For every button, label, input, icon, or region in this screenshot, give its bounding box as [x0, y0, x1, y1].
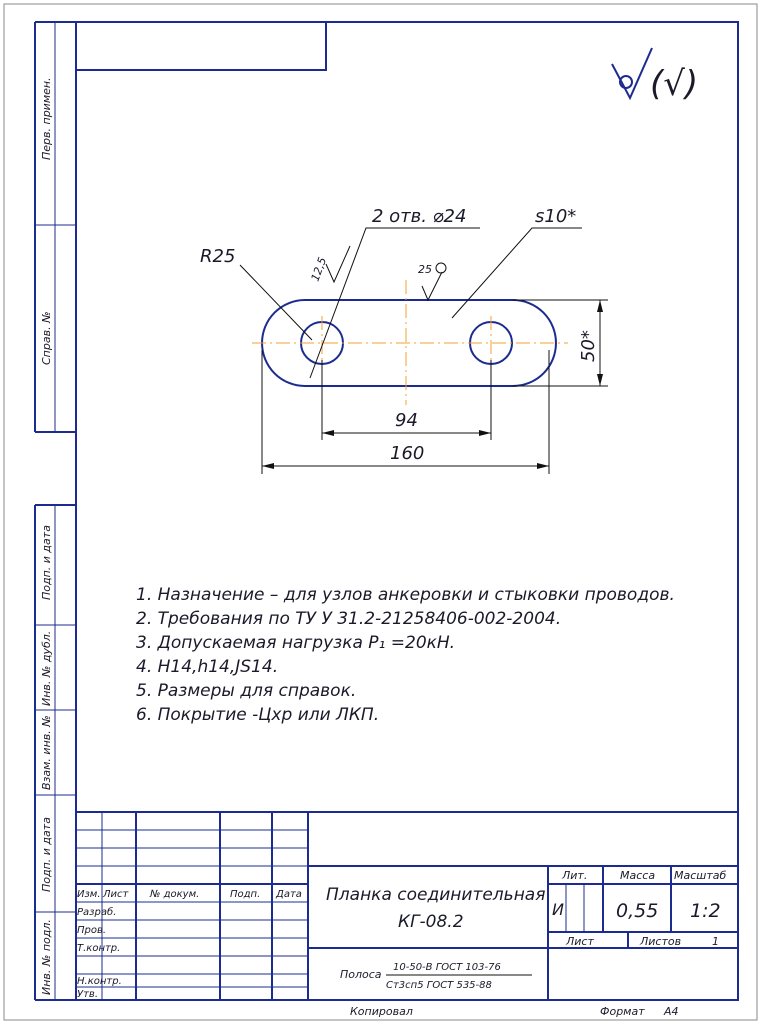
- roughness-face-text: 25: [418, 263, 432, 276]
- tb-name-line2: КГ-08.2: [398, 912, 464, 932]
- roughness-hole-text: 12,5: [309, 256, 330, 283]
- tb-row-nkontr: Н.контр.: [77, 976, 122, 987]
- note-4: 4. Н14,h14,JS14.: [136, 657, 278, 677]
- roughness-check-icon: [611, 47, 653, 101]
- left-side-strip: [34, 21, 76, 1001]
- holes-label: 2 отв. ⌀24: [372, 206, 466, 227]
- tb-row-tkontr: Т.контр.: [77, 943, 120, 954]
- note-1: 1. Назначение – для узлов анкеровки и ст…: [136, 585, 675, 605]
- side-label-inv-podl: Инв. № подл.: [40, 919, 53, 995]
- dim-hole-spacing-text: 94: [395, 410, 418, 431]
- tb-col-doc: № докум.: [149, 889, 199, 900]
- roughness-main-symbol: (√): [611, 47, 698, 104]
- sheet-edge: [3, 3, 758, 1021]
- tb-material-line2: Ст3сп5 ГОСТ 535-88: [386, 980, 492, 991]
- footer-format-value: А4: [663, 1005, 679, 1018]
- dimensions: 94 160 50* R25 2 отв. ⌀24 s10* 12,5 25: [200, 206, 608, 474]
- side-label-podp-data-2: Подп. и дата: [40, 817, 53, 892]
- tb-sheets-value: 1: [712, 935, 719, 948]
- leader-radius: [239, 264, 313, 341]
- title-block: Изм. Лист № докум. Подп. Дата Разраб. Пр…: [76, 811, 738, 1000]
- note-5: 5. Размеры для справок.: [136, 681, 356, 701]
- tb-col-list: Лист: [102, 889, 130, 900]
- leader-thickness: [451, 227, 582, 319]
- tb-scale-value: 1:2: [690, 900, 721, 922]
- technical-notes: 1. Назначение – для узлов анкеровки и ст…: [136, 585, 675, 725]
- tb-lit-value: И: [552, 900, 564, 919]
- tb-name-line1: Планка соединительная: [326, 885, 545, 905]
- side-label-vzam-inv: Взам. инв. №: [40, 715, 53, 790]
- main-frame: [75, 21, 739, 1001]
- note-2: 2. Требования по ТУ У 31.2-21258406-002-…: [136, 609, 561, 629]
- tb-mass-value: 0,55: [616, 900, 658, 922]
- tb-row-prov: Пров.: [77, 925, 106, 936]
- tb-row-razrab: Разраб.: [77, 906, 116, 918]
- tb-col-date: Дата: [275, 889, 302, 900]
- tb-lit-header: Лит.: [561, 869, 587, 882]
- thickness-label: s10*: [535, 206, 576, 227]
- leader-holes: [309, 227, 480, 379]
- side-labels: Перв. примен. Справ. № Подп. и дата Инв.…: [40, 77, 53, 995]
- top-left-box: [76, 22, 327, 71]
- tb-row-utv: Утв.: [77, 989, 98, 1000]
- footer-format-label: Формат: [600, 1005, 645, 1018]
- tb-scale-header: Масштаб: [674, 869, 726, 882]
- tb-col-sign: Подп.: [230, 889, 260, 900]
- dim-length-text: 160: [390, 443, 424, 464]
- footer-copied: Копировал: [350, 1005, 413, 1018]
- tb-material-prefix: Полоса: [340, 968, 382, 981]
- side-label-inv-dubl: Инв. № дубл.: [40, 631, 53, 706]
- roughness-main-text: (√): [650, 64, 698, 104]
- dim-width-text: 50*: [578, 330, 599, 362]
- tb-sheets-label: Листов: [639, 935, 681, 948]
- side-label-perv-primen: Перв. примен.: [40, 77, 53, 160]
- note-6: 6. Покрытие -Цхр или ЛКП.: [136, 705, 379, 725]
- note-3: 3. Допускаемая нагрузка Р₁ =20кН.: [136, 633, 455, 653]
- tb-col-izm: Изм.: [77, 889, 101, 900]
- tb-mass-header: Масса: [620, 869, 655, 882]
- tb-material-line1: 10-50-В ГОСТ 103-76: [393, 962, 501, 973]
- tb-sheet-label: Лист: [565, 935, 594, 948]
- radius-label: R25: [200, 246, 235, 267]
- side-label-sprav: Справ. №: [40, 311, 53, 365]
- side-label-podp-data-1: Подп. и дата: [40, 525, 53, 600]
